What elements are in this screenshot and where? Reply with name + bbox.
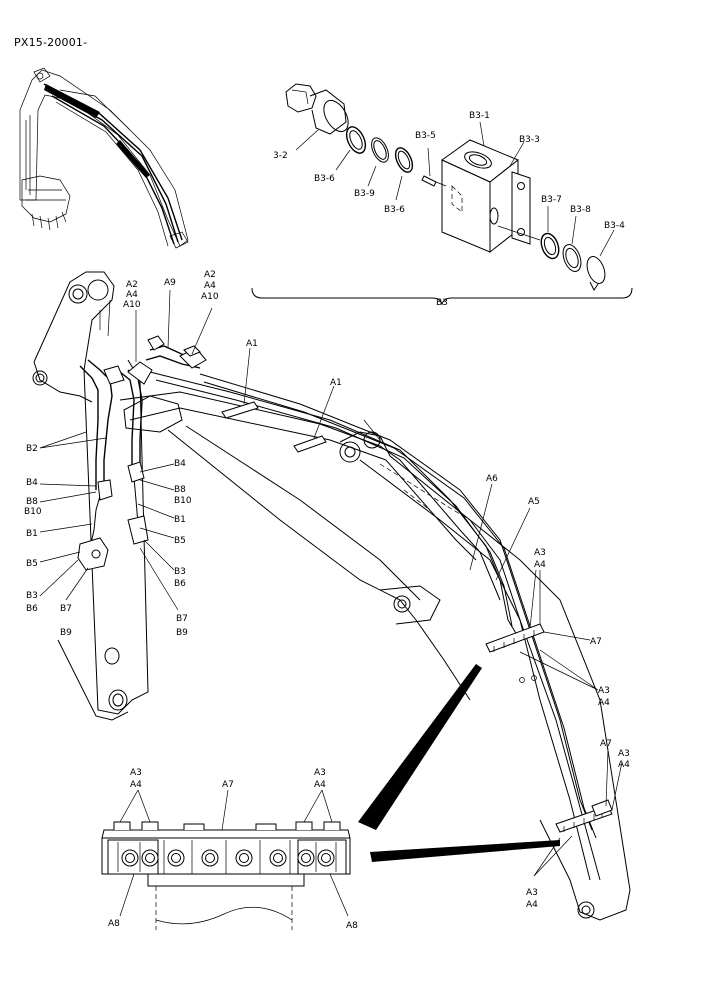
- label-a9: A9: [164, 278, 176, 288]
- label-a3: A3: [130, 768, 142, 778]
- label-b3-9: B3-9: [354, 189, 375, 199]
- label-a3: A3: [618, 749, 630, 759]
- label-b3-6: B3-6: [314, 174, 335, 184]
- label-b3-3: B3-3: [519, 135, 540, 145]
- label-b3: B3: [436, 298, 448, 308]
- label-b8: B8: [26, 497, 38, 507]
- label-b10: B10: [174, 496, 192, 506]
- label-a2: A2: [126, 280, 138, 290]
- label-a6: A6: [486, 474, 498, 484]
- label-a4: A4: [126, 290, 138, 300]
- label-b7: B7: [176, 614, 188, 624]
- label-a4: A4: [598, 698, 610, 708]
- label-a10: A10: [123, 300, 141, 310]
- label-a2: A2: [204, 270, 216, 280]
- label-b4: B4: [26, 478, 38, 488]
- label-b2: B2: [26, 444, 38, 454]
- zoom-wedge-upper: [358, 664, 482, 830]
- label-a1: A1: [246, 339, 258, 349]
- hydraulic-lines: [77, 335, 613, 839]
- label-a10: A10: [201, 292, 219, 302]
- label-b1: B1: [26, 529, 38, 539]
- label-b5: B5: [26, 559, 38, 569]
- label-b9: B9: [60, 628, 72, 638]
- label-b9: B9: [176, 628, 188, 638]
- main-labels: A2 A4 A10 A9 A2 A4 A10 A1 A1 B2 B4 B8 B1…: [24, 270, 630, 931]
- label-a4: A4: [204, 281, 216, 291]
- machine-thumbnail: [19, 67, 189, 249]
- label-b3: B3: [174, 567, 186, 577]
- label-a3: A3: [598, 686, 610, 696]
- label-3-2: 3-2: [273, 151, 288, 161]
- label-b4: B4: [174, 459, 186, 469]
- label-a3: A3: [314, 768, 326, 778]
- label-a4: A4: [526, 900, 538, 910]
- label-a3: A3: [526, 888, 538, 898]
- label-b3: B3: [26, 591, 38, 601]
- label-b3-4: B3-4: [604, 221, 625, 231]
- label-b3-5: B3-5: [415, 131, 436, 141]
- label-b1: B1: [174, 515, 186, 525]
- label-a5: A5: [528, 497, 540, 507]
- label-a4: A4: [130, 780, 142, 790]
- label-a8: A8: [346, 921, 358, 931]
- label-a7: A7: [222, 780, 234, 790]
- label-a4: A4: [314, 780, 326, 790]
- label-b3-1: B3-1: [469, 111, 490, 121]
- label-b3-8: B3-8: [570, 205, 591, 215]
- label-b3-6: B3-6: [384, 205, 405, 215]
- label-a3: A3: [534, 548, 546, 558]
- label-b6: B6: [26, 604, 38, 614]
- label-a4: A4: [618, 760, 630, 770]
- boom-and-arm: [32, 271, 631, 921]
- label-b8: B8: [174, 485, 186, 495]
- a7-clamp-detail: [101, 789, 351, 930]
- b3-exploded-detail: 3-2 B3-6 B3-9 B3-6 B3-5 B3-1 B3-3 B3-7 B…: [251, 83, 633, 308]
- label-b10: B10: [24, 507, 42, 517]
- label-b6: B6: [174, 579, 186, 589]
- label-a7: A7: [590, 637, 602, 647]
- label-b3-7: B3-7: [541, 195, 562, 205]
- label-a4: A4: [534, 560, 546, 570]
- callout-leaders: [39, 289, 623, 877]
- label-b5: B5: [174, 536, 186, 546]
- label-a7: A7: [600, 739, 612, 749]
- block-b3-1: [441, 139, 531, 254]
- document-id: PX15-20001-: [14, 36, 88, 49]
- label-a1: A1: [330, 378, 342, 388]
- label-b7: B7: [60, 604, 72, 614]
- label-a8: A8: [108, 919, 120, 929]
- fitting-3-2: [285, 83, 349, 135]
- zoom-wedge-lower: [370, 840, 560, 862]
